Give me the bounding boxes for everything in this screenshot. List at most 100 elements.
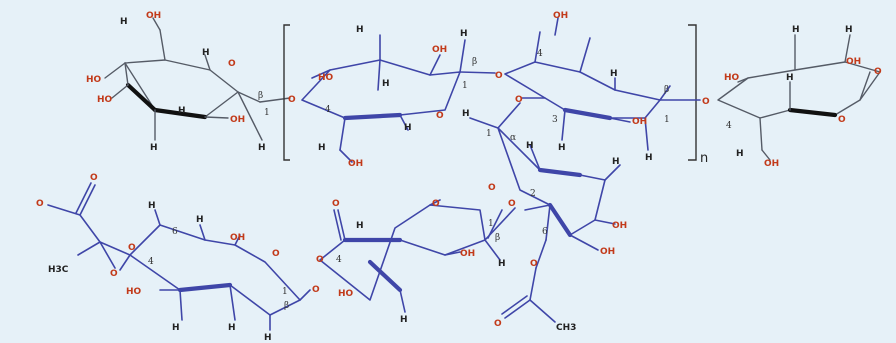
label-oh: OH	[632, 117, 647, 127]
label-h: H	[404, 123, 412, 133]
label-h: H	[172, 323, 180, 333]
label-o: O	[272, 249, 280, 259]
label-c3: 3	[552, 115, 558, 125]
label-oh: OH	[146, 11, 161, 21]
label-h: H	[498, 259, 506, 269]
label-oh: OH	[432, 45, 447, 55]
label-o: O	[312, 285, 320, 295]
backbone-ring-a: H HO OH H β 1 4 O H H OH H O	[301, 25, 503, 169]
label-h: H	[460, 29, 468, 39]
label-o: O	[436, 111, 444, 121]
sidechain-ring-1: H 1 α 2 O H H OH OH 6 O O O CH3	[462, 102, 627, 333]
label-h: H	[736, 149, 744, 159]
label-h: H	[462, 109, 470, 119]
label-alpha: α	[510, 133, 516, 143]
label-h: H	[356, 221, 364, 231]
label-h: H	[612, 157, 620, 167]
label-beta: β	[495, 233, 500, 243]
label-oh: OH	[600, 247, 615, 257]
label-o: O	[702, 97, 710, 107]
label-h: H	[526, 141, 534, 151]
label-h: H	[264, 333, 272, 343]
label-o: O	[838, 115, 846, 125]
label-c2: 2	[530, 189, 536, 199]
label-o: O	[488, 183, 496, 193]
label-c4: 4	[537, 49, 543, 59]
label-h: H	[786, 73, 794, 83]
label-c1: 1	[282, 287, 288, 297]
label-h: H	[792, 25, 800, 35]
label-c4: 4	[325, 105, 331, 115]
label-ho: HO	[318, 73, 334, 83]
label-ho: HO	[724, 73, 740, 83]
label-h: H	[202, 48, 210, 58]
label-ho: HO	[97, 95, 113, 105]
label-oh: OH	[460, 249, 475, 259]
label-c6: 6	[172, 227, 178, 237]
label-c1: 1	[264, 108, 270, 118]
label-beta: β	[472, 57, 477, 67]
label-o: O	[90, 173, 98, 183]
label-h: H	[382, 79, 390, 89]
label-h: H	[400, 315, 408, 325]
label-o: O	[515, 95, 523, 105]
label-o: O	[128, 243, 136, 253]
label-o: O	[332, 199, 340, 209]
backbone-ring-b: OH 4 H β 1 3 O OH H H	[504, 11, 701, 163]
label-ch3: CH3	[556, 323, 576, 333]
label-c1: 1	[488, 219, 494, 229]
repeat-n-label: n	[700, 151, 708, 166]
label-c4: 4	[148, 257, 154, 267]
label-c6: 6	[542, 227, 548, 237]
label-oh: OH	[764, 159, 779, 169]
label-c4: 4	[726, 121, 732, 131]
label-ho: HO	[126, 287, 142, 297]
label-oh: OH	[553, 11, 568, 21]
label-o: O	[316, 255, 324, 265]
label-o: O	[110, 269, 118, 279]
label-beta: β	[284, 301, 289, 311]
sidechain-ring-2: O O 4 O OH 1 β H HO H H	[316, 199, 516, 325]
label-o: O	[288, 95, 296, 105]
label-h: H	[258, 143, 266, 153]
label-beta: β	[664, 85, 669, 95]
label-o: O	[494, 319, 502, 329]
label-oh: OH	[348, 159, 363, 169]
glycosidic-bond	[487, 209, 503, 239]
label-oh: OH	[230, 233, 245, 243]
label-o: O	[530, 259, 538, 269]
label-h: H	[845, 25, 853, 35]
label-h: H	[178, 106, 186, 116]
left-bracket	[283, 24, 290, 161]
label-c4: 4	[336, 255, 342, 265]
label-oh: OH	[230, 115, 245, 125]
label-h: H	[356, 25, 364, 35]
label-h: H	[148, 201, 156, 211]
label-o: O	[432, 199, 440, 209]
label-h: H	[150, 143, 158, 153]
label-c1: 1	[664, 115, 670, 125]
label-o: O	[874, 67, 882, 77]
sidechain-ring-3: O O H3C O O 4 6 H H OH HO H H O 1 β O H	[36, 173, 320, 343]
label-o: O	[508, 199, 516, 209]
label-c1: 1	[486, 129, 492, 139]
label-oh: OH	[612, 221, 627, 231]
label-ho: HO	[338, 289, 354, 299]
label-o: O	[36, 199, 44, 209]
label-h: H	[610, 69, 618, 79]
left-end-ring: OH H HO HO H H OH O H H β 1 O	[86, 11, 296, 153]
label-h: H	[645, 153, 653, 163]
label-h: H	[558, 143, 566, 153]
label-o: O	[228, 59, 236, 69]
label-h: H	[228, 323, 236, 333]
label-beta: β	[258, 91, 263, 101]
label-oh: OH	[846, 57, 861, 67]
label-o: O	[495, 71, 503, 81]
right-bracket	[688, 24, 697, 161]
label-h: H	[120, 17, 128, 27]
label-h: H	[318, 143, 326, 153]
label-h: H	[196, 215, 204, 225]
label-c1: 1	[462, 81, 468, 91]
label-h3c: H3C	[48, 265, 69, 275]
